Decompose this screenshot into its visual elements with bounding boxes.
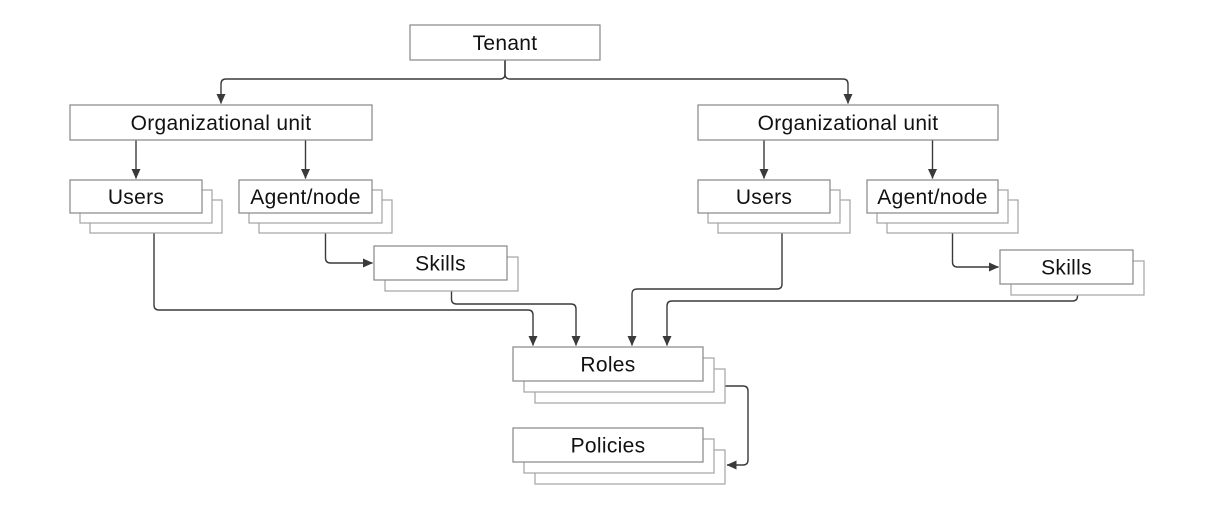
edge-users-left-to-roles <box>153 233 538 346</box>
edge-skills-right-to-roles <box>662 295 1079 346</box>
skills-right-label: Skills <box>1041 257 1092 280</box>
node-agent-node-left: Agent/node <box>238 179 393 234</box>
skills-left-label: Skills <box>415 253 466 276</box>
agent-node-left-label: Agent/node <box>250 186 360 209</box>
org-unit-left-box <box>69 104 373 141</box>
tenant-box <box>409 24 601 61</box>
roles-box <box>512 346 704 382</box>
node-agent-node-right: Agent/node <box>866 179 1019 234</box>
node-tenant: Tenant <box>409 24 601 61</box>
tenant-label: Tenant <box>473 32 538 55</box>
agent-node-right-box <box>866 179 999 214</box>
node-org-unit-right: Organizational unit <box>697 104 999 141</box>
edge-roles-to-policies <box>725 385 749 470</box>
agent-node-left-box <box>238 179 373 214</box>
edge-users-right-to-roles <box>627 233 783 346</box>
org-unit-right-label: Organizational unit <box>758 112 939 135</box>
edge-skills-left-to-roles <box>450 291 581 346</box>
diagram-edges <box>131 60 1079 470</box>
users-right-label: Users <box>736 186 792 209</box>
node-policies: Policies <box>512 427 726 485</box>
users-left-box <box>69 179 203 214</box>
skills-right-box <box>999 249 1134 285</box>
node-skills-right: Skills <box>999 249 1145 296</box>
policies-box <box>512 427 704 463</box>
node-users-left: Users <box>69 179 223 234</box>
org-unit-right-box <box>697 104 999 141</box>
roles-label: Roles <box>580 354 635 377</box>
skills-left-box <box>373 245 508 281</box>
node-skills-left: Skills <box>373 245 519 292</box>
edge-tenant-to-org-unit-right <box>504 60 853 104</box>
policies-label: Policies <box>571 435 646 458</box>
agent-node-right-label: Agent/node <box>877 186 987 209</box>
diagram-nodes: Tenant Organizational unit Organizationa… <box>69 24 1145 485</box>
users-left-label: Users <box>108 186 164 209</box>
edge-agent-node-left-to-skills-left <box>324 233 373 268</box>
edge-agent-node-right-to-skills-right <box>951 233 999 272</box>
node-roles: Roles <box>512 346 726 404</box>
org-unit-left-label: Organizational unit <box>131 112 312 135</box>
users-right-box <box>697 179 831 214</box>
node-users-right: Users <box>697 179 851 234</box>
edge-tenant-to-org-unit-left <box>216 60 506 104</box>
node-org-unit-left: Organizational unit <box>69 104 373 141</box>
